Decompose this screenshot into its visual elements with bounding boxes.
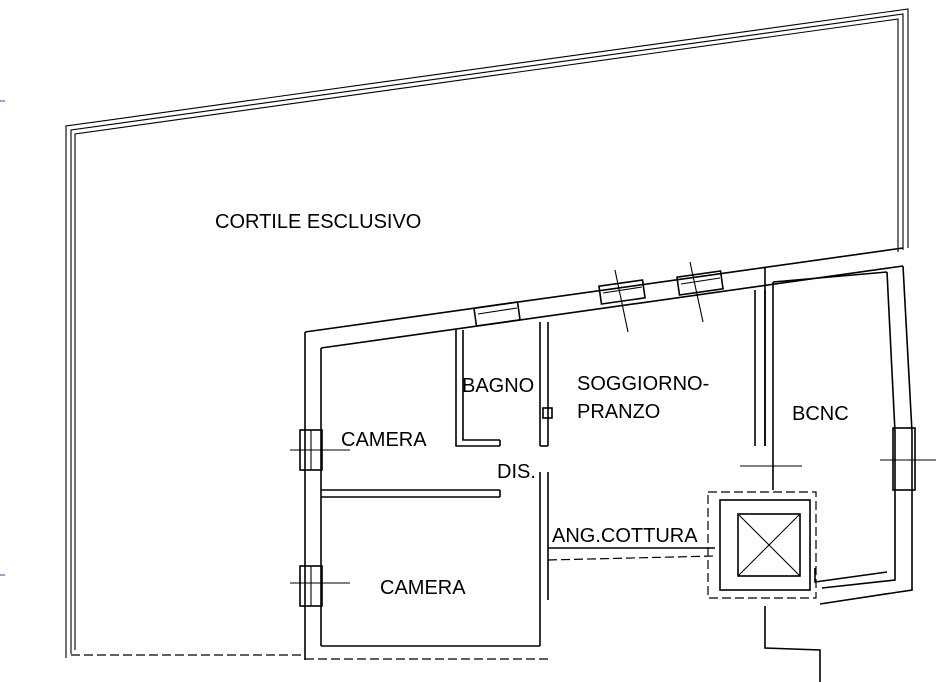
label-camera-1: CAMERA	[341, 429, 427, 451]
interior-partitions	[321, 290, 766, 646]
label-soggiorno-1: SOGGIORNO-	[577, 373, 709, 395]
windows	[473, 261, 724, 333]
left-windows	[290, 429, 350, 607]
label-cortile: CORTILE ESCLUSIVO	[215, 211, 421, 233]
apartment-walls	[304, 247, 913, 682]
label-cottura: ANG.COTTURA	[552, 525, 698, 547]
elevator-shaft	[707, 465, 817, 599]
label-bcnc: BCNC	[792, 403, 849, 425]
courtyard-boundary	[65, 8, 909, 660]
label-camera-2: CAMERA	[380, 577, 466, 599]
label-bagno: BAGNO	[462, 375, 534, 397]
label-soggiorno-2: PRANZO	[577, 401, 660, 423]
label-dis: DIS.	[497, 461, 536, 483]
right-window	[880, 427, 936, 491]
